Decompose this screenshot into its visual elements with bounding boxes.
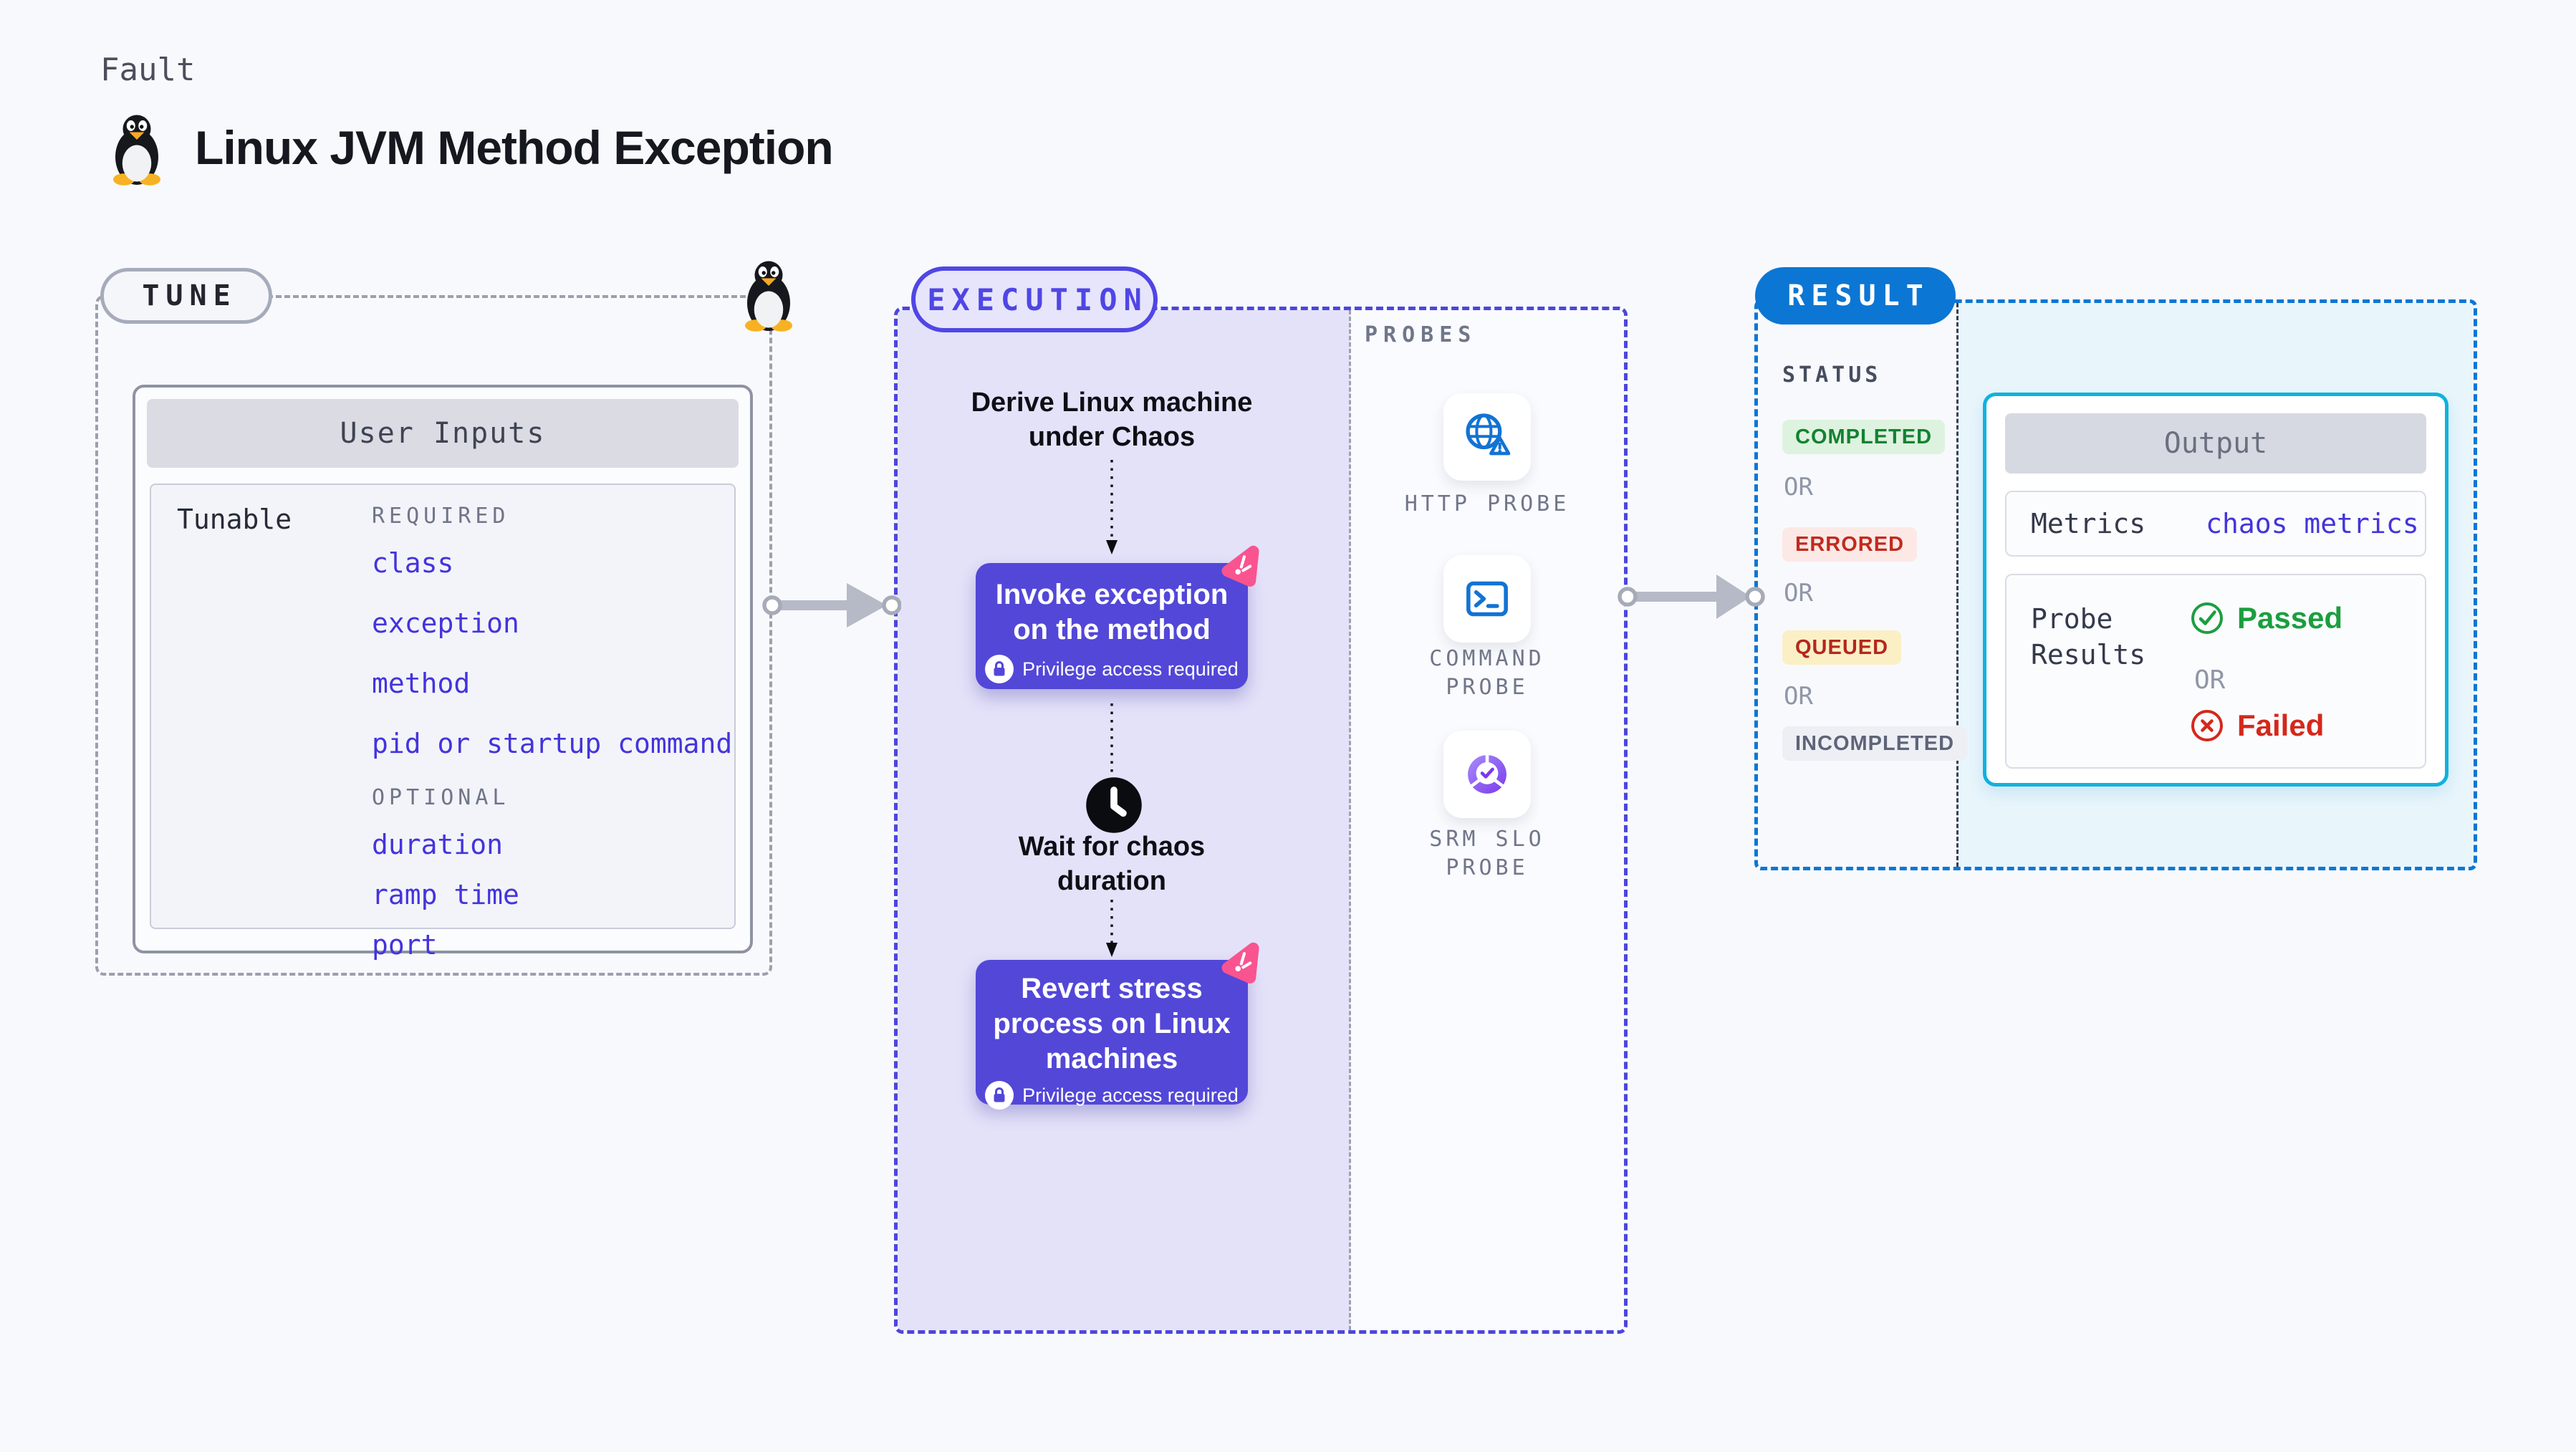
- invoke-step-line2: on the method: [1013, 614, 1211, 645]
- or-separator: OR: [1784, 579, 1813, 607]
- tunable-item: exception: [372, 607, 519, 639]
- privilege-note-text: Privilege access required: [1022, 1084, 1239, 1106]
- tux-penguin-icon: [105, 112, 169, 189]
- result-lane-pill: RESULT: [1755, 267, 1956, 324]
- user-inputs-body: Tunable REQUIRED class exception method …: [150, 484, 736, 961]
- status-section-label: STATUS: [1782, 362, 1882, 388]
- fault-eyebrow-label: Fault: [100, 52, 196, 88]
- tunable-item: port: [372, 929, 438, 961]
- or-separator: OR: [1784, 473, 1813, 501]
- tune-lane-pill: TUNE: [100, 268, 272, 324]
- status-badge-incompleted: INCOMPLETED: [1782, 726, 1968, 761]
- x-circle-icon: [2190, 708, 2224, 743]
- user-inputs-header: User Inputs: [147, 399, 739, 468]
- tunable-item: method: [372, 668, 471, 699]
- slo-pie-icon: [1458, 746, 1516, 803]
- wait-step-line2: duration: [1057, 866, 1166, 896]
- tunable-row-label: Tunable: [177, 504, 292, 535]
- passed-result: Passed: [2190, 601, 2342, 635]
- output-card: Output Metrics chaos metrics Probe Resul…: [1983, 393, 2448, 787]
- status-badge-completed: COMPLETED: [1782, 420, 1946, 454]
- result-divider-line: [1956, 303, 1959, 867]
- metrics-row: Metrics chaos metrics: [2005, 491, 2426, 557]
- wait-clock-icon: [1084, 775, 1144, 835]
- execution-to-result-arrow: [1618, 574, 1765, 619]
- derive-step-line1: Derive Linux machine: [971, 388, 1253, 418]
- globe-alert-icon: [1458, 408, 1516, 466]
- or-separator: OR: [2194, 665, 2226, 695]
- http-probe-card: [1443, 393, 1531, 481]
- probes-section-label: PROBES: [1365, 322, 1477, 347]
- invoke-step-line1: Invoke exception: [995, 579, 1229, 610]
- execution-lane-pill: EXECUTION: [911, 266, 1158, 332]
- or-separator: OR: [1784, 682, 1813, 711]
- privilege-note-row: Privilege access required: [985, 655, 1239, 683]
- tune-lane-box: [95, 295, 772, 976]
- tunable-list: REQUIRED class exception method pid or s…: [372, 496, 732, 979]
- metrics-value-link: chaos metrics: [2206, 508, 2419, 539]
- tunable-item: pid or startup command: [372, 728, 733, 759]
- failed-label: Failed: [2237, 708, 2325, 742]
- tux-penguin-corner-icon: [736, 258, 801, 335]
- tune-to-execution-arrow: [762, 583, 901, 628]
- revert-step-line3: machines: [1045, 1043, 1178, 1074]
- page-title: Linux JVM Method Exception: [195, 121, 834, 174]
- tunable-item: ramp time: [372, 879, 519, 910]
- flow-down-arrow: [1106, 460, 1118, 554]
- wait-step-text: Wait for chaos duration: [986, 830, 1237, 898]
- chaos-experiment-icon: [1216, 938, 1265, 987]
- failed-result: Failed: [2190, 708, 2324, 743]
- flow-down-arrow: [1106, 900, 1118, 957]
- revert-step-line1: Revert stress: [1021, 973, 1203, 1004]
- privilege-note-text: Privilege access required: [1022, 658, 1239, 680]
- check-circle-icon: [2190, 601, 2224, 635]
- srm-slo-probe-card: [1443, 731, 1531, 818]
- lock-icon: [985, 1081, 1014, 1110]
- lock-icon: [985, 655, 1014, 683]
- tunable-item: duration: [372, 829, 504, 860]
- passed-label: Passed: [2237, 601, 2343, 635]
- revert-step-line2: process on Linux: [993, 1008, 1231, 1039]
- metrics-label: Metrics: [2031, 508, 2146, 539]
- command-probe-label: COMMAND PROBE: [1429, 646, 1545, 700]
- probe-results-row: Probe Results Passed OR Failed: [2005, 574, 2426, 769]
- http-probe-label: HTTP PROBE: [1404, 491, 1570, 516]
- required-group-label: REQUIRED: [372, 504, 510, 529]
- srm-slo-probe-label: SRM SLO PROBE: [1429, 827, 1545, 880]
- chaos-experiment-icon: [1216, 542, 1265, 590]
- revert-stress-step-box: Revert stress process on Linux machines …: [976, 960, 1248, 1105]
- wait-step-line1: Wait for chaos: [1018, 832, 1206, 862]
- status-badge-queued: QUEUED: [1782, 630, 1902, 665]
- privilege-note-row: Privilege access required: [985, 1081, 1239, 1110]
- optional-group-label: OPTIONAL: [372, 785, 510, 810]
- probes-divider-line: [1349, 310, 1351, 1330]
- user-inputs-card: User Inputs Tunable REQUIRED class excep…: [133, 385, 753, 961]
- output-card-header: Output: [2005, 413, 2426, 473]
- tunable-item: class: [372, 547, 454, 579]
- status-badge-errored: ERRORED: [1782, 527, 1918, 562]
- derive-step-line2: under Chaos: [1028, 422, 1196, 452]
- derive-step-text: Derive Linux machine under Chaos: [969, 385, 1255, 454]
- terminal-icon: [1458, 570, 1516, 628]
- command-probe-card: [1443, 555, 1531, 643]
- invoke-exception-step-box: Invoke exception on the method Privilege…: [976, 563, 1248, 689]
- probe-results-label: Probe Results: [2031, 603, 2146, 670]
